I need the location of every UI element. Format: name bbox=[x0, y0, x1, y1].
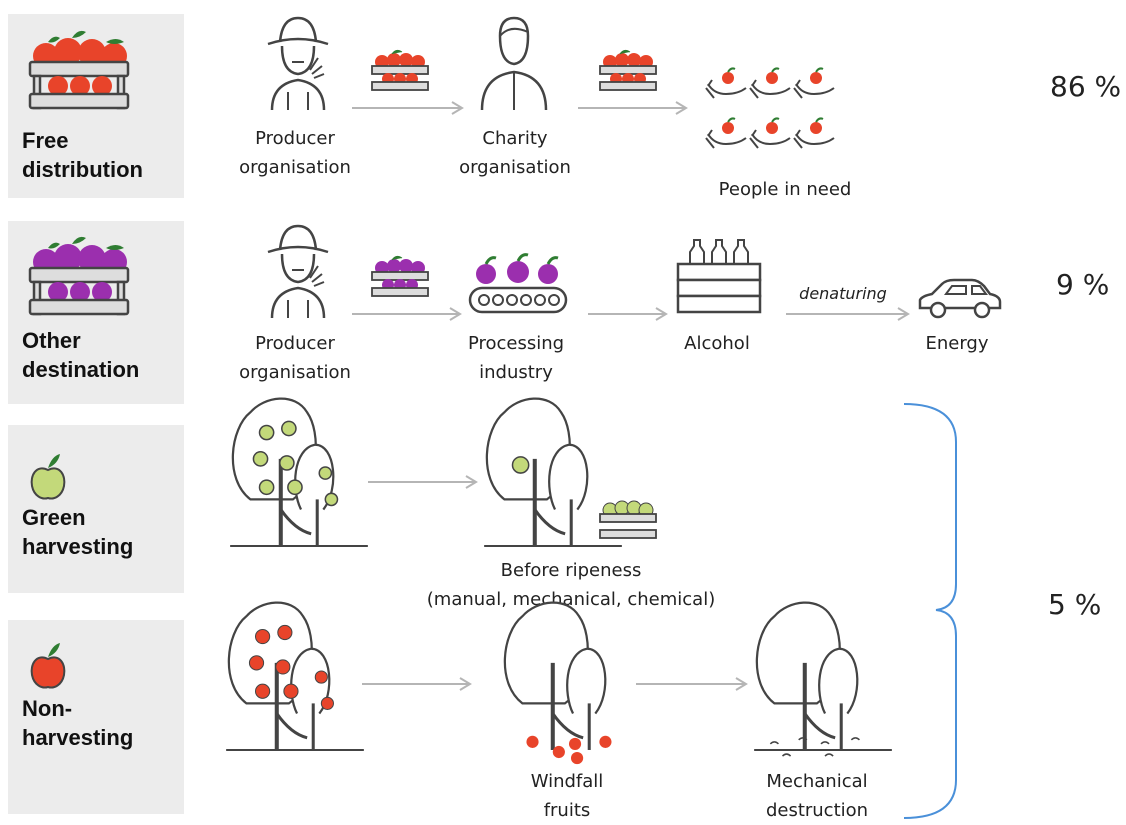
label-windfall-fruits: Windfall fruits bbox=[530, 771, 604, 821]
arrow-charity-to-people bbox=[578, 101, 688, 115]
arrow-alcohol-to-energy bbox=[786, 307, 910, 321]
label-denaturing: denaturing bbox=[799, 284, 887, 303]
arrow-processing-to-alcohol bbox=[588, 307, 668, 321]
label-energy: Energy bbox=[925, 333, 989, 354]
percentage-other-destination: 9 % bbox=[1056, 268, 1110, 301]
red-apple-crate-icon bbox=[28, 30, 130, 110]
bottle-crate-icon bbox=[676, 239, 762, 314]
mini-red-crate-icon bbox=[599, 49, 657, 91]
panel-title-non-harvesting: Non- harvesting bbox=[22, 696, 134, 750]
percentage-free-distribution: 86 % bbox=[1050, 70, 1122, 103]
arrow-producer-to-processing bbox=[352, 307, 462, 321]
mini-purple-crate-icon bbox=[371, 255, 429, 297]
car-icon bbox=[918, 278, 1002, 319]
tree-windfall-icon bbox=[502, 592, 612, 765]
tree-with-red-apples-icon bbox=[226, 592, 364, 752]
farmer-icon bbox=[266, 224, 330, 320]
arrow-windfall-to-destruction bbox=[636, 677, 748, 691]
tree-with-green-apples-icon bbox=[230, 388, 368, 548]
panel-title-free-distribution: Free distribution bbox=[22, 128, 143, 182]
grouping-brace bbox=[903, 403, 957, 819]
label-alcohol: Alcohol bbox=[684, 333, 750, 354]
panel-title-green-harvesting: Green harvesting bbox=[22, 505, 134, 559]
tree-mechanical-destruction-icon bbox=[754, 592, 892, 757]
mini-red-crate-icon bbox=[371, 49, 429, 91]
green-apple-icon bbox=[30, 454, 66, 500]
arrow-producer-to-charity bbox=[352, 101, 464, 115]
label-mechanical-destruction: Mechanical destruction bbox=[765, 771, 869, 821]
tree-before-ripeness-icon bbox=[484, 388, 622, 548]
percentage-harvesting-combined: 5 % bbox=[1048, 588, 1102, 621]
arrow-tree-to-windfall bbox=[362, 677, 472, 691]
label-producer-organisation-2: Producer organisation bbox=[239, 333, 351, 383]
label-processing-industry: Processing industry bbox=[467, 333, 565, 383]
label-before-ripeness: Before ripeness (manual, mechanical, che… bbox=[426, 560, 716, 610]
label-people-in-need: People in need bbox=[718, 179, 852, 200]
label-charity-organisation: Charity organisation bbox=[459, 128, 571, 178]
mini-green-crate-icon bbox=[599, 500, 657, 539]
panel-green-harvesting bbox=[8, 425, 184, 593]
conveyor-belt-icon bbox=[468, 253, 568, 314]
red-apple-icon bbox=[30, 643, 66, 689]
panel-title-other-destination: Other destination bbox=[22, 328, 140, 382]
panel-non-harvesting bbox=[8, 620, 184, 814]
charity-person-icon bbox=[480, 16, 548, 112]
purple-plum-crate-icon bbox=[28, 236, 130, 316]
hands-with-apples-icon bbox=[705, 67, 835, 149]
label-producer-organisation-1: Producer organisation bbox=[239, 128, 351, 178]
farmer-icon bbox=[266, 16, 330, 112]
arrow-tree-to-before-ripeness bbox=[368, 475, 478, 489]
